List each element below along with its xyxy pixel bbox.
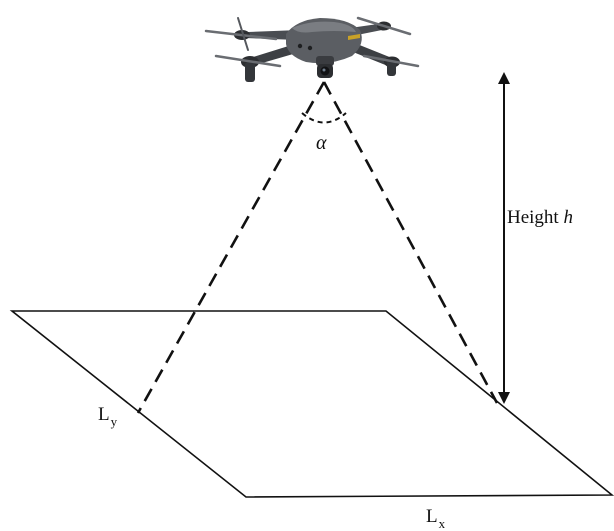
alpha-angle-arc: [301, 112, 347, 124]
ly-main: L: [98, 404, 110, 425]
fov-left-ray: [136, 81, 326, 414]
alpha-angle-label: α: [316, 132, 327, 154]
lx-subscript: x: [438, 516, 446, 531]
lx-dimension-label: Lx: [426, 506, 445, 530]
height-label-text: Height: [507, 207, 564, 228]
ly-subscript: y: [110, 414, 118, 429]
quadcopter-drone-icon: [204, 16, 420, 82]
fov-right-ray: [322, 81, 499, 404]
lx-main: L: [426, 506, 438, 527]
height-label: Height h: [507, 208, 573, 227]
ground-plane: [9, 310, 614, 498]
height-variable: h: [563, 207, 573, 228]
ly-dimension-label: Ly: [98, 404, 117, 428]
